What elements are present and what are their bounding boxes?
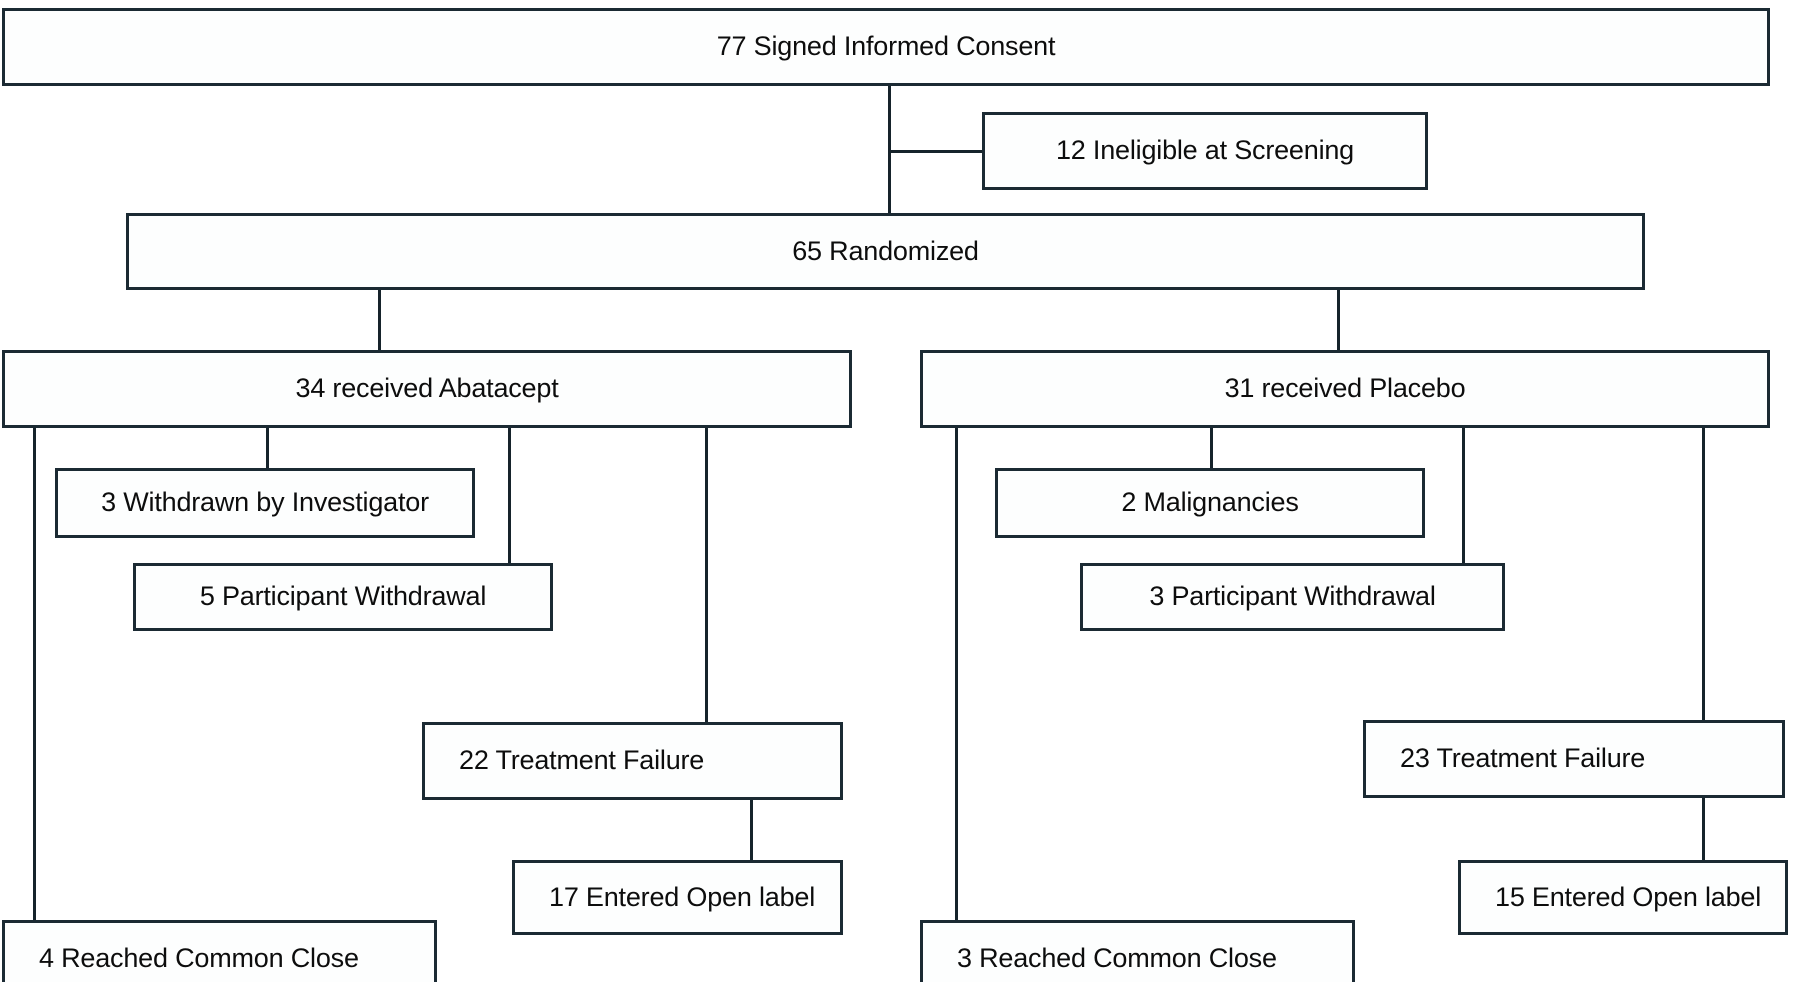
connector-placebo-to-treatment-failure [1702, 428, 1705, 722]
connector-placebo-to-participant-withdrawal [1462, 428, 1465, 565]
connector-abatacept-to-common-close [33, 428, 36, 922]
node-placebo-reached-common-close[interactable]: 3 Reached Common Close [920, 920, 1355, 982]
node-malignancies[interactable]: 2 Malignancies [995, 468, 1425, 538]
connector-abatacept-to-participant-withdrawal [508, 428, 511, 565]
node-abatacept-treatment-failure[interactable]: 22 Treatment Failure [422, 722, 843, 800]
node-signed-informed-consent[interactable]: 77 Signed Informed Consent [2, 8, 1770, 86]
node-abatacept-entered-open-label[interactable]: 17 Entered Open label [512, 860, 843, 935]
connector-placebo-treatment-failure-to-open-label [1702, 798, 1705, 860]
node-received-abatacept[interactable]: 34 received Abatacept [2, 350, 852, 428]
connector-randomized-to-abatacept [378, 290, 381, 352]
node-placebo-treatment-failure[interactable]: 23 Treatment Failure [1363, 720, 1785, 798]
connector-consent-to-ineligible [888, 150, 984, 153]
node-abatacept-participant-withdrawal[interactable]: 5 Participant Withdrawal [133, 563, 553, 631]
node-randomized[interactable]: 65 Randomized [126, 213, 1645, 290]
node-placebo-entered-open-label[interactable]: 15 Entered Open label [1458, 860, 1788, 935]
node-ineligible-at-screening[interactable]: 12 Ineligible at Screening [982, 112, 1428, 190]
connector-randomized-to-placebo [1337, 290, 1340, 352]
connector-treatment-failure-to-open-label [750, 800, 753, 862]
node-placebo-participant-withdrawal[interactable]: 3 Participant Withdrawal [1080, 563, 1505, 631]
connector-placebo-to-common-close [955, 428, 958, 922]
connector-abatacept-to-withdrawn-investigator [266, 428, 269, 470]
connector-placebo-to-malignancies [1210, 428, 1213, 470]
connector-abatacept-to-treatment-failure [705, 428, 708, 724]
node-abatacept-reached-common-close[interactable]: 4 Reached Common Close [2, 920, 437, 982]
node-received-placebo[interactable]: 31 received Placebo [920, 350, 1770, 428]
node-withdrawn-by-investigator[interactable]: 3 Withdrawn by Investigator [55, 468, 475, 538]
